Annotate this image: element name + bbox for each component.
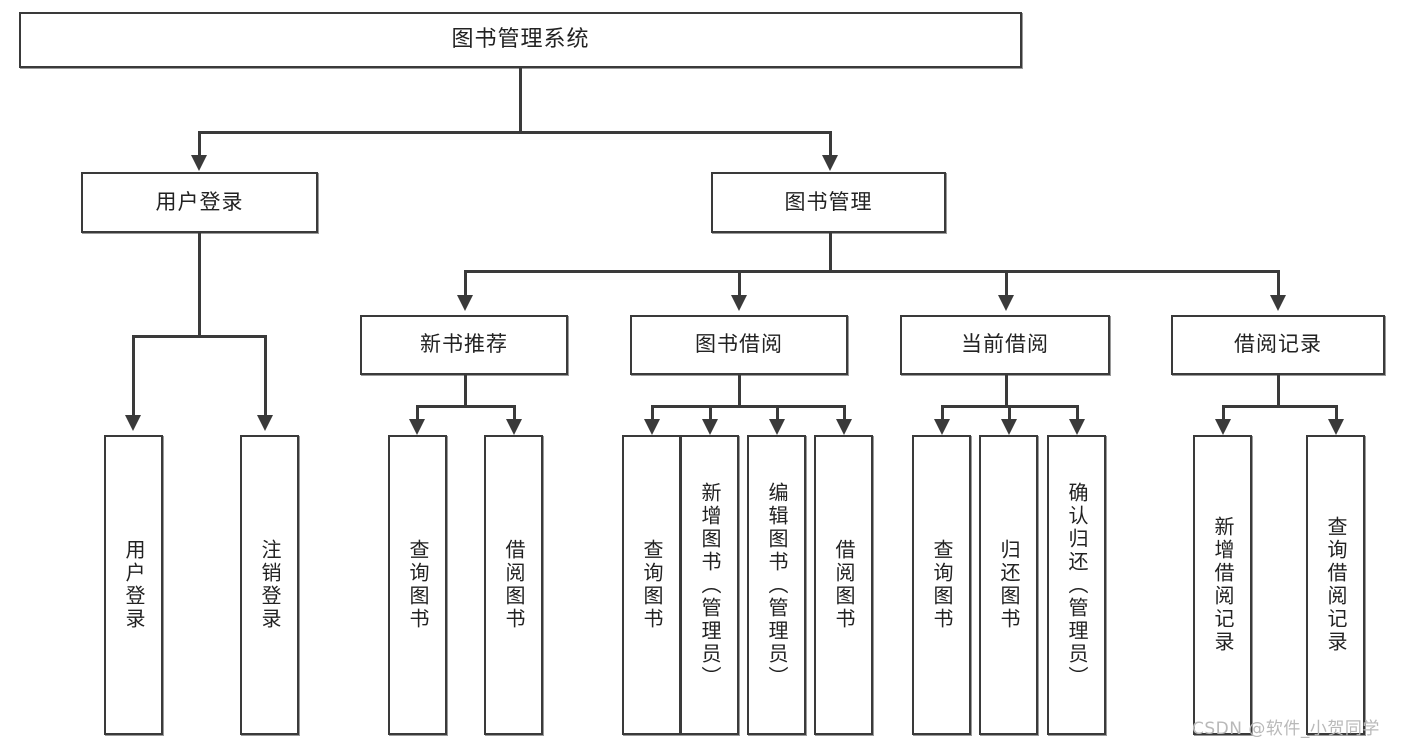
node-label: 归还图书 xyxy=(997,539,1021,631)
connector-bm-to-new-book xyxy=(464,270,467,297)
node-label: 查询图书 xyxy=(930,539,954,631)
leaf-query-book-borrow[interactable]: 查询图书 xyxy=(622,435,681,735)
connector-current-borrow-stem xyxy=(1005,375,1008,408)
node-label: 新书推荐 xyxy=(420,332,508,357)
arrow-icon-to-borrow-record xyxy=(1270,295,1286,311)
leaf-add-book-admin[interactable]: 新增图书（管理员） xyxy=(680,435,739,735)
arrow-icon-current-borrow-leaf-3 xyxy=(1069,419,1085,435)
arrow-icon-to-current-borrow xyxy=(998,295,1014,311)
arrow-icon-book-borrow-leaf-3 xyxy=(769,419,785,435)
node-label: 当前借阅 xyxy=(961,332,1049,357)
connector-user-login-leaf-2 xyxy=(264,335,267,417)
connector-bm-to-current-borrow xyxy=(1005,270,1008,297)
connector-new-book-leaf-1 xyxy=(416,405,419,421)
node-new-book-recommend[interactable]: 新书推荐 xyxy=(360,315,568,375)
connector-bm-to-borrow-record xyxy=(1277,270,1280,297)
connector-book-borrow-leaf-2 xyxy=(709,405,712,421)
node-user-login[interactable]: 用户登录 xyxy=(81,172,318,233)
connector-current-borrow-leaf-3 xyxy=(1076,405,1079,421)
connector-book-borrow-leaf-1 xyxy=(651,405,654,421)
connector-new-book-leaf-2 xyxy=(513,405,516,421)
connector-new-book-stem xyxy=(464,375,467,408)
node-book-borrow[interactable]: 图书借阅 xyxy=(630,315,848,375)
leaf-query-book-recommend[interactable]: 查询图书 xyxy=(388,435,447,735)
node-label: 借阅记录 xyxy=(1234,332,1322,357)
node-label: 用户登录 xyxy=(155,189,244,214)
arrow-icon-user-login-leaf-2 xyxy=(257,415,273,431)
leaf-user-login[interactable]: 用户登录 xyxy=(104,435,163,735)
arrow-icon-to-new-book-recommend xyxy=(457,295,473,311)
arrow-icon-book-borrow-leaf-2 xyxy=(702,419,718,435)
connector-root-stem xyxy=(519,68,522,134)
connector-borrow-record-leaf-2 xyxy=(1335,405,1338,421)
arrow-icon-current-borrow-leaf-2 xyxy=(1001,419,1017,435)
leaf-borrow-book[interactable]: 借阅图书 xyxy=(814,435,873,735)
connector-root-to-user-login xyxy=(198,131,201,157)
leaf-add-borrow-record[interactable]: 新增借阅记录 xyxy=(1193,435,1252,735)
arrow-icon-borrow-record-leaf-1 xyxy=(1215,419,1231,435)
connector-current-borrow-leaf-2 xyxy=(1008,405,1011,421)
leaf-edit-book-admin[interactable]: 编辑图书（管理员） xyxy=(747,435,806,735)
node-label: 查询借阅记录 xyxy=(1324,516,1348,654)
node-label: 用户登录 xyxy=(122,539,146,631)
arrow-icon-borrow-record-leaf-2 xyxy=(1328,419,1344,435)
connector-user-login-bar xyxy=(132,335,267,338)
arrow-icon-to-user-login xyxy=(191,155,207,171)
node-borrow-record[interactable]: 借阅记录 xyxy=(1171,315,1385,375)
connector-current-borrow-leaf-1 xyxy=(941,405,944,421)
leaf-query-book-current[interactable]: 查询图书 xyxy=(912,435,971,735)
node-label: 注销登录 xyxy=(258,539,282,631)
arrow-icon-user-login-leaf-1 xyxy=(125,415,141,431)
node-label: 查询图书 xyxy=(640,539,664,631)
connector-new-book-bar xyxy=(416,405,516,408)
connector-book-borrow-bar xyxy=(651,405,844,408)
node-label: 图书借阅 xyxy=(695,332,783,357)
node-label: 借阅图书 xyxy=(502,539,526,631)
arrow-icon-to-book-management xyxy=(822,155,838,171)
node-book-management[interactable]: 图书管理 xyxy=(711,172,946,233)
connector-root-to-book-management xyxy=(829,131,832,157)
node-current-borrow[interactable]: 当前借阅 xyxy=(900,315,1110,375)
node-label: 编辑图书（管理员） xyxy=(765,481,789,689)
arrow-icon-book-borrow-leaf-1 xyxy=(644,419,660,435)
node-label: 图书管理 xyxy=(784,189,873,214)
node-label: 图书管理系统 xyxy=(451,26,590,52)
connector-book-management-stem xyxy=(829,233,832,273)
connector-borrow-record-stem xyxy=(1277,375,1280,408)
connector-borrow-record-leaf-1 xyxy=(1222,405,1225,421)
leaf-borrow-book-recommend[interactable]: 借阅图书 xyxy=(484,435,543,735)
arrow-icon-to-book-borrow xyxy=(731,295,747,311)
node-label: 新增借阅记录 xyxy=(1211,516,1235,654)
leaf-query-borrow-record[interactable]: 查询借阅记录 xyxy=(1306,435,1365,735)
node-label: 确认归还（管理员） xyxy=(1065,481,1089,689)
connector-root-bar xyxy=(198,131,832,134)
node-label: 新增图书（管理员） xyxy=(698,481,722,689)
node-label: 借阅图书 xyxy=(832,539,856,631)
connector-book-borrow-stem xyxy=(738,375,741,408)
connector-book-management-bar xyxy=(464,270,1278,273)
connector-user-login-stem xyxy=(198,233,201,338)
connector-user-login-leaf-1 xyxy=(132,335,135,417)
arrow-icon-current-borrow-leaf-1 xyxy=(934,419,950,435)
node-label: 查询图书 xyxy=(406,539,430,631)
leaf-confirm-return-admin[interactable]: 确认归还（管理员） xyxy=(1047,435,1106,735)
node-root-book-management-system[interactable]: 图书管理系统 xyxy=(19,12,1022,68)
connector-bm-to-book-borrow xyxy=(738,270,741,297)
connector-book-borrow-leaf-4 xyxy=(843,405,846,421)
arrow-icon-new-book-leaf-1 xyxy=(409,419,425,435)
connector-book-borrow-leaf-3 xyxy=(776,405,779,421)
leaf-logout-login[interactable]: 注销登录 xyxy=(240,435,299,735)
connector-borrow-record-bar xyxy=(1222,405,1338,408)
arrow-icon-new-book-leaf-2 xyxy=(506,419,522,435)
leaf-return-book[interactable]: 归还图书 xyxy=(979,435,1038,735)
arrow-icon-book-borrow-leaf-4 xyxy=(836,419,852,435)
